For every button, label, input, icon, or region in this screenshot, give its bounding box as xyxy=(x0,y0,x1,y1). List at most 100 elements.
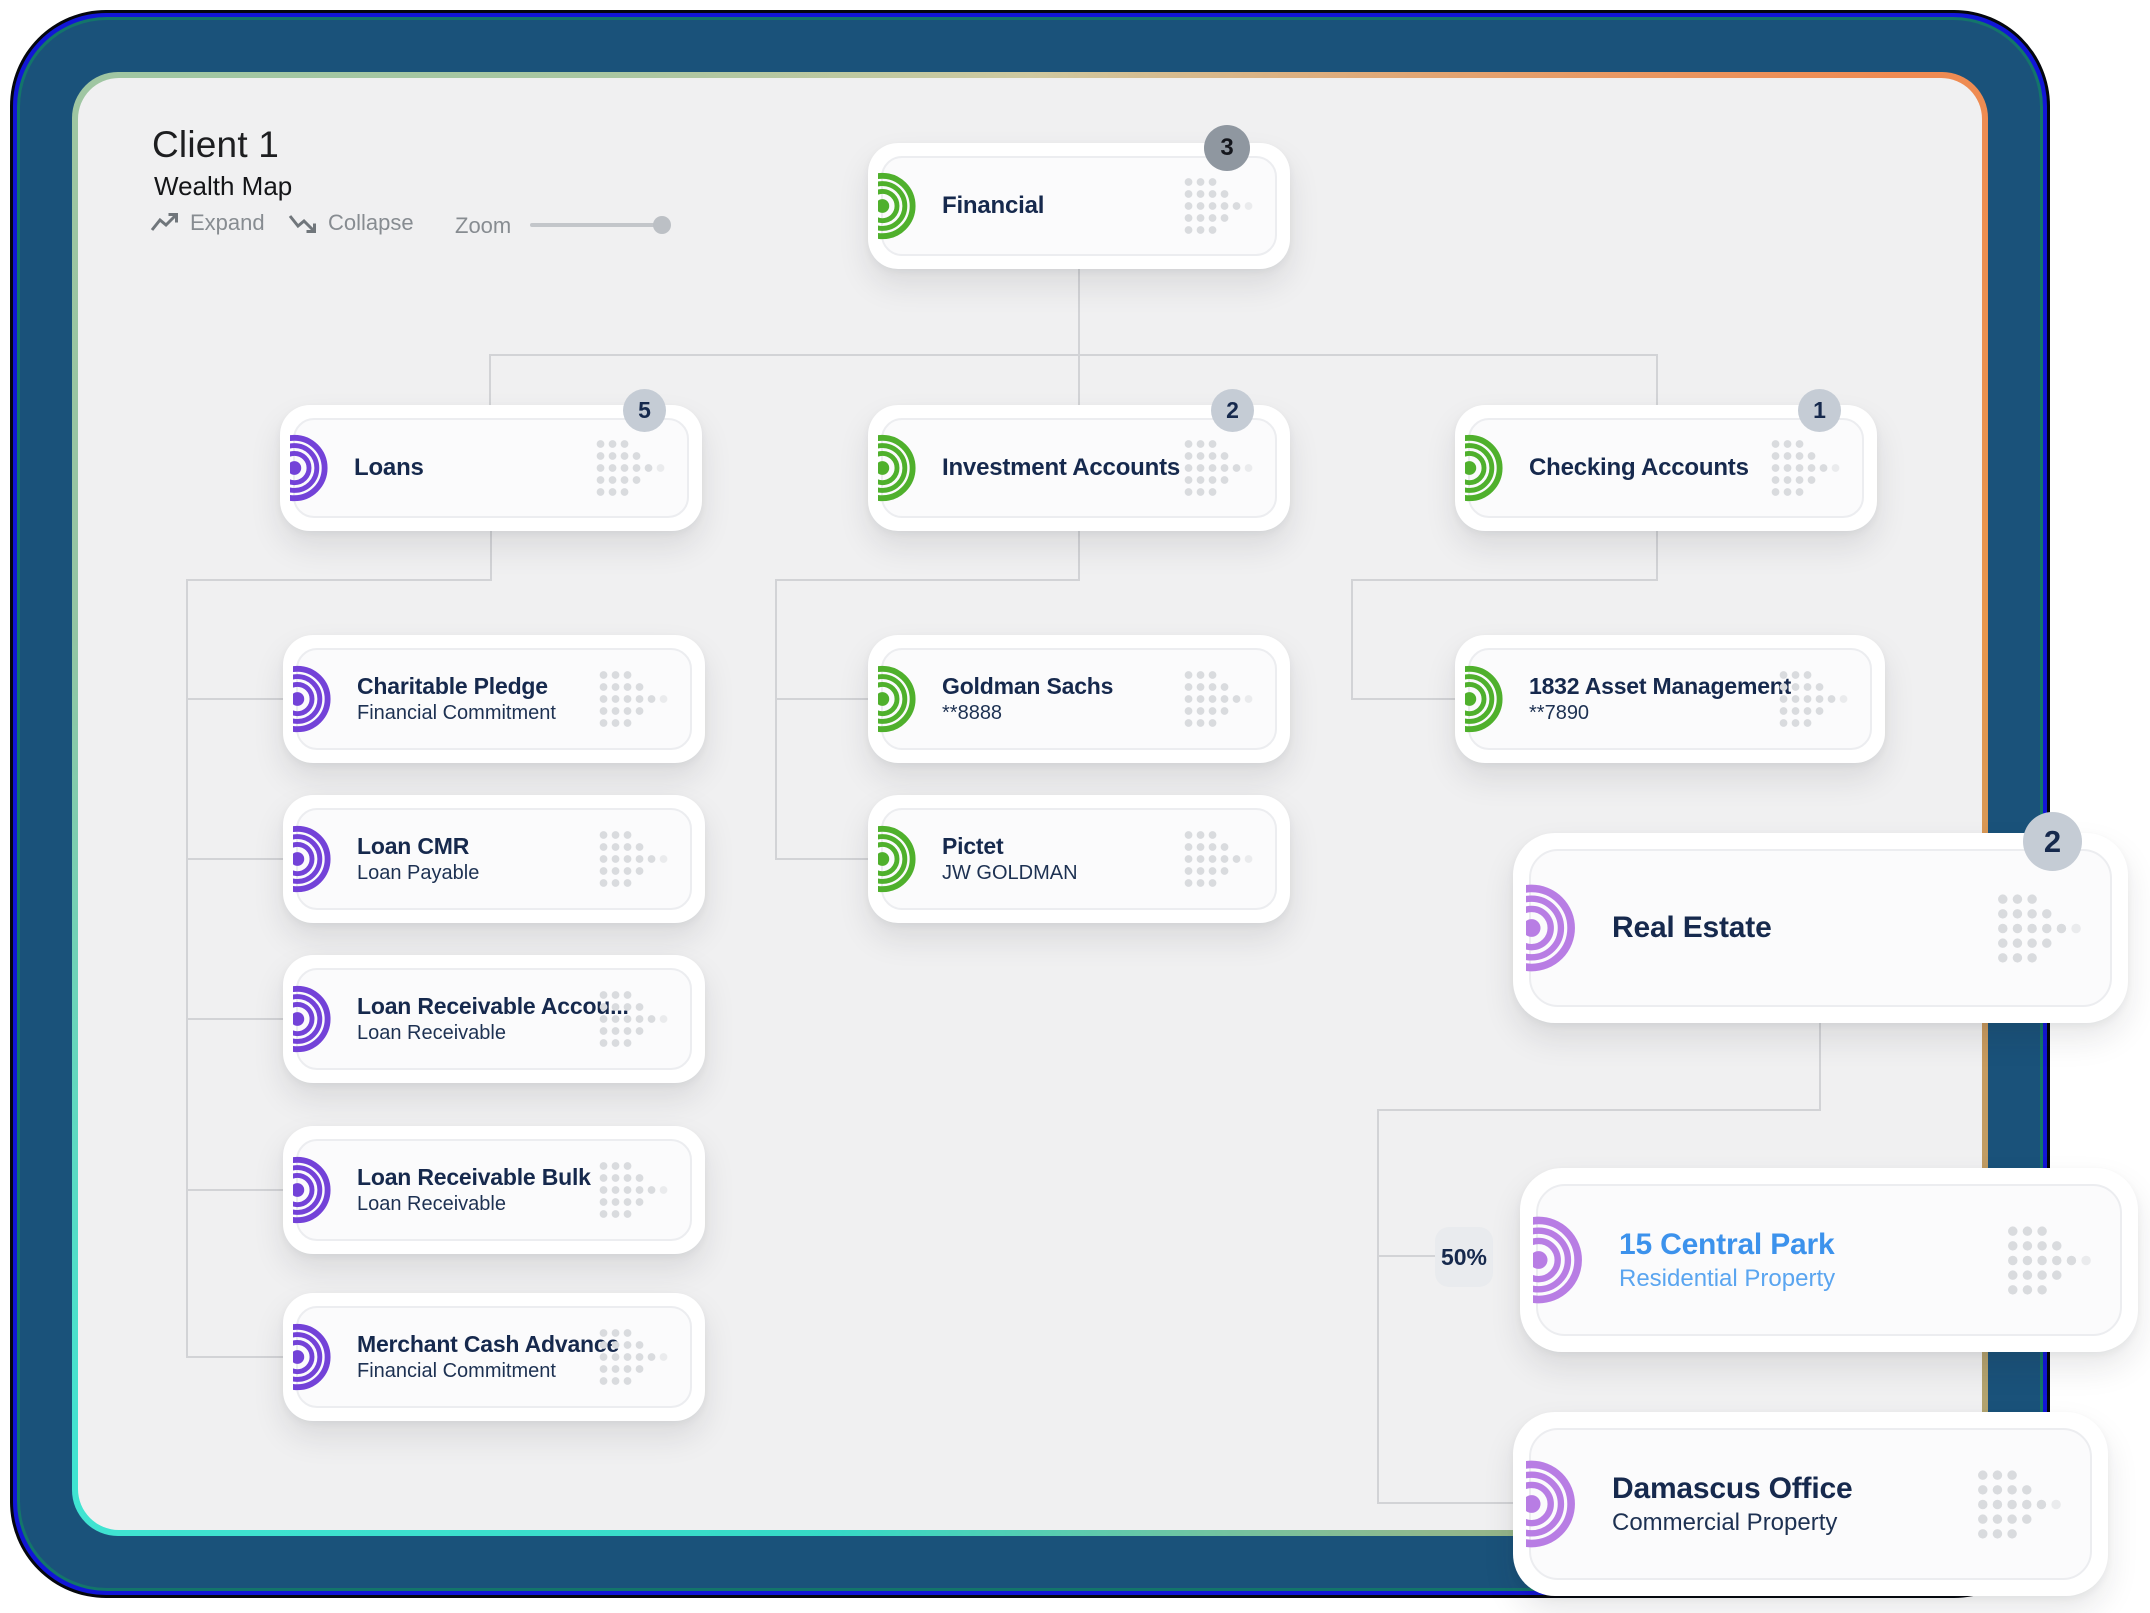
node-title: Damascus Office xyxy=(1612,1471,1853,1505)
expand-label: Expand xyxy=(190,210,265,235)
count-badge: 2 xyxy=(2023,812,2082,871)
drag-handle-icon[interactable] xyxy=(598,830,670,888)
node-title: 1832 Asset Management xyxy=(1529,673,1792,699)
node-inner: 15 Central Park Residential Property xyxy=(1533,1184,2122,1336)
node-real-estate[interactable]: 2 Real Estate xyxy=(1513,812,2128,1023)
node-title: Real Estate xyxy=(1612,911,1772,944)
page-title: Client 1 xyxy=(152,124,280,165)
drag-handle-icon[interactable] xyxy=(1770,439,1842,497)
node-inner: Goldman Sachs **8888 xyxy=(878,648,1277,750)
node-damascus-office[interactable]: Damascus Office Commercial Property xyxy=(1513,1412,2108,1596)
node-title: Pictet xyxy=(942,833,1004,859)
node-inner: Loan CMR Loan Payable xyxy=(293,808,692,910)
node-investment-accounts[interactable]: 2 Investment Accounts xyxy=(868,389,1290,531)
ripple-icon xyxy=(878,172,916,240)
node-goldman-sachs[interactable]: Goldman Sachs **8888 xyxy=(868,635,1290,763)
drag-handle-icon[interactable] xyxy=(1183,830,1255,888)
node-inner: Damascus Office Commercial Property xyxy=(1526,1428,2092,1580)
ripple-icon xyxy=(293,825,331,893)
node-merchant-cash-advance[interactable]: Merchant Cash Advance Financial Commitme… xyxy=(283,1293,705,1421)
drag-handle-icon[interactable] xyxy=(598,670,670,728)
ripple-icon xyxy=(878,665,916,733)
node-loan-cmr[interactable]: Loan CMR Loan Payable xyxy=(283,795,705,923)
node-subtitle: Commercial Property xyxy=(1612,1508,1838,1536)
drag-handle-icon[interactable] xyxy=(598,990,670,1048)
node-pictet[interactable]: Pictet JW GOLDMAN xyxy=(868,795,1290,923)
node-subtitle: **8888 xyxy=(942,702,1003,724)
node-title: Loan Receivable Accou... xyxy=(357,993,629,1019)
node-title: Loan CMR xyxy=(357,833,470,859)
count-badge: 5 xyxy=(623,389,666,432)
drag-handle-icon[interactable] xyxy=(1183,670,1255,728)
ripple-icon xyxy=(293,985,331,1053)
node-title: Loan Receivable Bulk xyxy=(357,1164,591,1190)
node-inner: Financial xyxy=(878,156,1277,256)
node-loan-receivable-bulk[interactable]: Loan Receivable Bulk Loan Receivable xyxy=(283,1126,705,1254)
zoom-slider[interactable] xyxy=(530,216,671,234)
ripple-icon xyxy=(878,434,916,502)
drag-handle-icon[interactable] xyxy=(598,1328,670,1386)
ripple-icon xyxy=(1533,1216,1582,1304)
node-charitable-pledge[interactable]: Charitable Pledge Financial Commitment xyxy=(283,635,705,763)
node-subtitle: **7890 xyxy=(1529,702,1590,724)
node-title: Loans xyxy=(354,454,424,481)
ripple-icon xyxy=(1465,665,1503,733)
page-subtitle: Wealth Map xyxy=(154,171,293,201)
drag-handle-icon[interactable] xyxy=(1183,177,1255,235)
drag-handle-icon[interactable] xyxy=(1996,893,2084,964)
expand-button[interactable]: Expand xyxy=(150,210,265,236)
ripple-icon xyxy=(293,665,331,733)
ripple-icon xyxy=(1526,884,1575,972)
node-inner: Loans xyxy=(290,418,689,518)
node-title: 15 Central Park xyxy=(1619,1227,1835,1261)
trend-down-icon xyxy=(288,215,316,233)
node-inner: Investment Accounts xyxy=(878,418,1277,518)
node-subtitle: Residential Property xyxy=(1619,1264,1836,1292)
node-inner: Loan Receivable Accou... Loan Receivable xyxy=(293,968,692,1070)
drag-handle-icon[interactable] xyxy=(1778,670,1850,728)
node-subtitle: Loan Receivable xyxy=(357,1193,506,1215)
count-badge: 2 xyxy=(1211,389,1254,432)
ownership-percentage-chip: 50% xyxy=(1435,1227,1493,1287)
zoom-label: Zoom xyxy=(455,213,512,238)
ripple-icon xyxy=(1526,1460,1575,1548)
node-subtitle: Loan Payable xyxy=(357,862,480,884)
node-subtitle: JW GOLDMAN xyxy=(942,862,1078,884)
node-subtitle: Financial Commitment xyxy=(357,1360,556,1382)
drag-handle-icon[interactable] xyxy=(2006,1225,2094,1296)
collapse-label: Collapse xyxy=(328,210,414,235)
node-15-central-park[interactable]: 15 Central Park Residential Property xyxy=(1520,1168,2138,1352)
node-loan-receivable-accounts[interactable]: Loan Receivable Accou... Loan Receivable xyxy=(283,955,705,1083)
node-subtitle: Financial Commitment xyxy=(357,702,556,724)
node-inner: Real Estate xyxy=(1526,849,2112,1007)
zoom-slider-knob[interactable] xyxy=(653,216,671,234)
node-title: Goldman Sachs xyxy=(942,673,1114,699)
count-badge: 1 xyxy=(1798,389,1841,432)
node-title: Merchant Cash Advance xyxy=(357,1331,620,1357)
node-title: Financial xyxy=(942,192,1045,219)
node-inner: Loan Receivable Bulk Loan Receivable xyxy=(293,1139,692,1241)
count-badge: 3 xyxy=(1204,125,1250,171)
drag-handle-icon[interactable] xyxy=(1976,1469,2064,1540)
node-inner: Pictet JW GOLDMAN xyxy=(878,808,1277,910)
collapse-button[interactable]: Collapse xyxy=(288,210,414,236)
node-inner: Charitable Pledge Financial Commitment xyxy=(293,648,692,750)
node-inner: 1832 Asset Management **7890 xyxy=(1465,648,1872,750)
ripple-icon xyxy=(290,434,328,502)
ripple-icon xyxy=(293,1156,331,1224)
node-inner: Checking Accounts xyxy=(1465,418,1864,518)
node-1832-asset-management[interactable]: 1832 Asset Management **7890 xyxy=(1455,635,1885,763)
trend-up-icon xyxy=(150,213,178,231)
node-checking-accounts[interactable]: 1 Checking Accounts xyxy=(1455,389,1877,531)
drag-handle-icon[interactable] xyxy=(595,439,667,497)
node-financial[interactable]: 3 Financial xyxy=(868,125,1290,269)
node-loans[interactable]: 5 Loans xyxy=(280,389,702,531)
node-title: Investment Accounts xyxy=(942,454,1181,481)
node-inner: Merchant Cash Advance Financial Commitme… xyxy=(293,1306,692,1408)
drag-handle-icon[interactable] xyxy=(1183,439,1255,497)
drag-handle-icon[interactable] xyxy=(598,1161,670,1219)
node-subtitle: Loan Receivable xyxy=(357,1022,506,1044)
ripple-icon xyxy=(1465,434,1503,502)
ripple-icon xyxy=(293,1323,331,1391)
node-title: Checking Accounts xyxy=(1529,454,1749,481)
